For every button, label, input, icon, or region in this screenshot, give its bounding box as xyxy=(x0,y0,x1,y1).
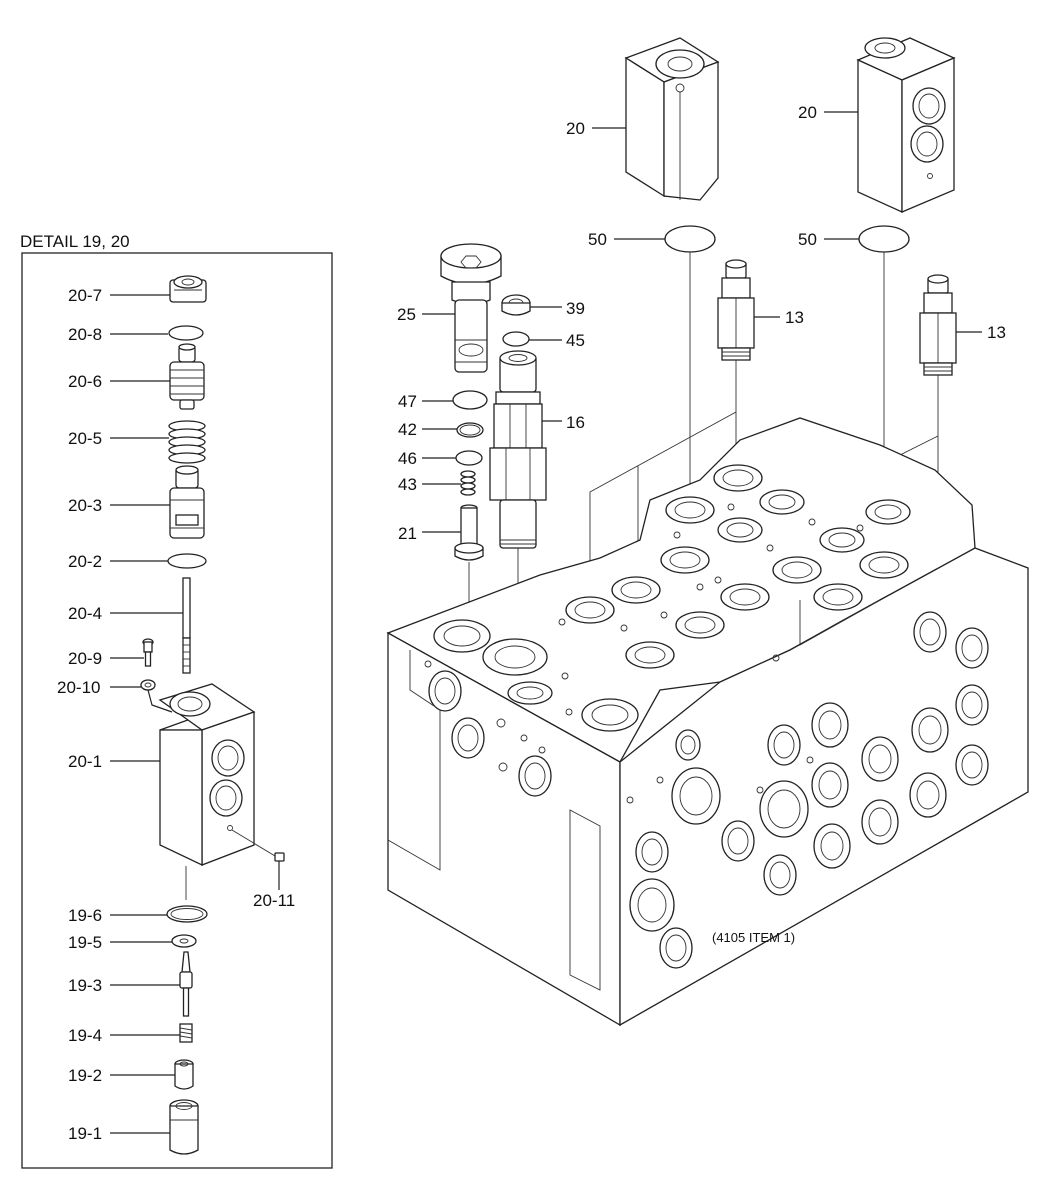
part-20-8 xyxy=(168,325,204,341)
part-20-1 xyxy=(147,683,256,867)
part-21 xyxy=(454,504,484,561)
part-19-1 xyxy=(169,1099,199,1155)
part-20-3 xyxy=(169,465,205,539)
label-20-1: 20-1 xyxy=(68,752,102,771)
detail-title: DETAIL 19, 20 xyxy=(20,232,130,251)
reference-note: (4105 ITEM 1) xyxy=(712,930,795,945)
label-20-right: 20 xyxy=(798,103,817,122)
label-20-10: 20-10 xyxy=(57,678,100,697)
label-47: 47 xyxy=(398,392,417,411)
part-20-left xyxy=(624,37,720,201)
label-39: 39 xyxy=(566,299,585,318)
label-21: 21 xyxy=(398,524,417,543)
label-20-3: 20-3 xyxy=(68,496,102,515)
part-13-left xyxy=(717,259,755,361)
part-20-9 xyxy=(142,638,154,667)
label-19-2: 19-2 xyxy=(68,1066,102,1085)
part-20-5 xyxy=(168,420,206,464)
label-19-6: 19-6 xyxy=(68,906,102,925)
part-20-7 xyxy=(169,275,207,303)
valve-body xyxy=(386,417,1029,1027)
label-42: 42 xyxy=(398,420,417,439)
label-46: 46 xyxy=(398,449,417,468)
label-20-left: 20 xyxy=(566,119,585,138)
label-19-5: 19-5 xyxy=(68,933,102,952)
part-50-right xyxy=(858,225,910,253)
label-20-5: 20-5 xyxy=(68,429,102,448)
part-16 xyxy=(489,350,547,549)
part-42 xyxy=(456,422,484,438)
part-20-4 xyxy=(182,577,191,674)
detail-panel: DETAIL 19, 20 20-7 20-8 20-6 xyxy=(20,232,333,1169)
part-25 xyxy=(440,243,502,373)
label-50-right: 50 xyxy=(798,230,817,249)
part-20-2 xyxy=(167,553,207,569)
label-45: 45 xyxy=(566,331,585,350)
label-20-11: 20-11 xyxy=(253,891,295,910)
label-20-2: 20-2 xyxy=(68,552,102,571)
main-assembly: 20 20 50 50 xyxy=(386,37,1029,1027)
label-19-4: 19-4 xyxy=(68,1026,102,1045)
label-25: 25 xyxy=(397,305,416,324)
label-13-left: 13 xyxy=(785,308,804,327)
label-20-9: 20-9 xyxy=(68,649,102,668)
part-19-3 xyxy=(179,951,193,1017)
part-39 xyxy=(501,294,531,316)
label-20-8: 20-8 xyxy=(68,325,102,344)
part-50-left xyxy=(664,225,716,253)
part-20-6 xyxy=(169,343,205,410)
part-13-right xyxy=(919,274,957,376)
part-19-6 xyxy=(166,905,208,923)
part-19-4 xyxy=(179,1023,193,1043)
label-13-right: 13 xyxy=(987,323,1006,342)
label-20-7: 20-7 xyxy=(68,286,102,305)
part-45 xyxy=(502,331,530,347)
part-47 xyxy=(452,390,488,410)
label-20-4: 20-4 xyxy=(68,604,102,623)
label-16: 16 xyxy=(566,413,585,432)
label-20-6: 20-6 xyxy=(68,372,102,391)
part-19-5 xyxy=(171,934,197,948)
label-19-3: 19-3 xyxy=(68,976,102,995)
label-19-1: 19-1 xyxy=(68,1124,102,1143)
detail-frame xyxy=(21,252,333,1169)
part-46 xyxy=(455,450,483,466)
part-20-10 xyxy=(140,679,156,691)
label-50-left: 50 xyxy=(588,230,607,249)
part-19-2 xyxy=(174,1059,194,1090)
label-43: 43 xyxy=(398,475,417,494)
part-43 xyxy=(460,470,476,496)
part-20-right xyxy=(856,37,956,214)
